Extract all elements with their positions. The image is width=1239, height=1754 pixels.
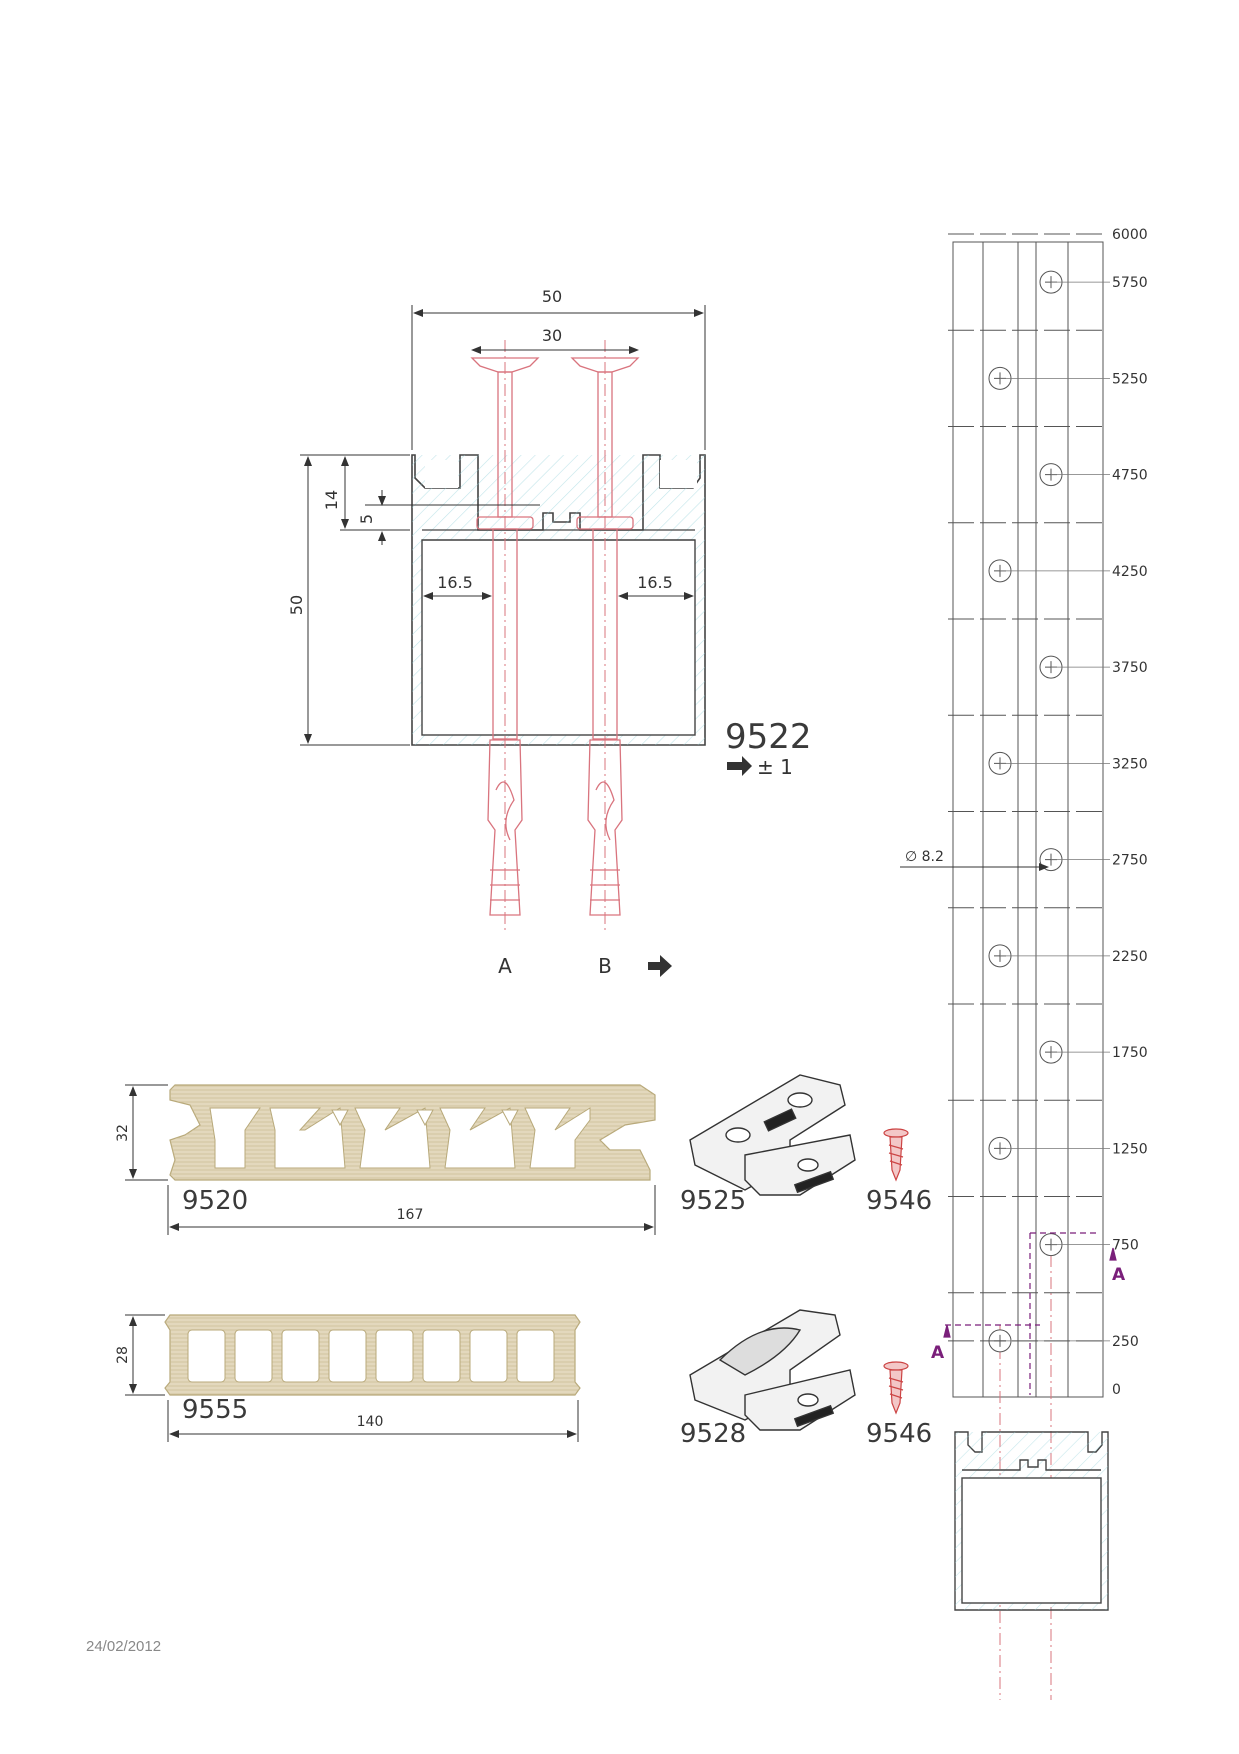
fastener-a bbox=[470, 357, 540, 916]
section-marker-lower bbox=[943, 1324, 1040, 1338]
rail-mark-label: 250 bbox=[1112, 1334, 1139, 1350]
dim-slot: 5 bbox=[357, 514, 376, 524]
rail-mark-label: 1250 bbox=[1112, 1141, 1148, 1157]
dimensions-9520 bbox=[125, 1084, 656, 1235]
dim-height: 50 bbox=[287, 595, 306, 615]
screw-9546-a bbox=[883, 1128, 909, 1182]
board-9520-height: 32 bbox=[115, 1124, 131, 1142]
arrow-right-icon bbox=[648, 955, 672, 977]
dim-right-offset: 16.5 bbox=[637, 573, 673, 592]
rail-mark-label: 3750 bbox=[1112, 660, 1148, 676]
dim-left-offset: 16.5 bbox=[437, 573, 473, 592]
section-label-b: B bbox=[598, 954, 612, 978]
rail-mark-label: 5250 bbox=[1112, 371, 1148, 387]
dim-width-inner: 30 bbox=[542, 326, 562, 345]
board-9555-code: 9555 bbox=[182, 1395, 248, 1425]
dimensions-9522 bbox=[300, 305, 706, 746]
rail-mark-label: 2750 bbox=[1112, 853, 1148, 869]
screw-9546-code-b: 9546 bbox=[866, 1419, 932, 1449]
rail-marks: 6000 5750 5250 4750 4250 3750 3250 2750 2250 1750… bbox=[948, 227, 1148, 1398]
rail-mark-label: 4750 bbox=[1112, 468, 1148, 484]
board-9520-code: 9520 bbox=[182, 1186, 248, 1216]
rail-mark-label: 750 bbox=[1112, 1238, 1139, 1254]
board-9520-width: 167 bbox=[397, 1207, 424, 1223]
rail-mark-label: 1750 bbox=[1112, 1045, 1148, 1061]
rail-mark-label: 5750 bbox=[1112, 275, 1148, 291]
board-9555-section bbox=[164, 1314, 581, 1396]
board-9555-width: 140 bbox=[357, 1414, 384, 1430]
rail-end-section bbox=[954, 1431, 1109, 1611]
profile-9522-code: 9522 bbox=[725, 717, 812, 757]
rail-side-view bbox=[952, 241, 1104, 1700]
fastener-b bbox=[570, 357, 640, 916]
hole-diameter-label: ∅ 8.2 bbox=[905, 849, 944, 865]
section-label-a: A bbox=[498, 954, 512, 978]
dim-top-gap: 14 bbox=[322, 490, 341, 510]
rail-mark-label: 3250 bbox=[1112, 756, 1148, 772]
clip-9525-code: 9525 bbox=[680, 1186, 746, 1216]
section-marker-upper bbox=[1029, 1232, 1117, 1395]
section-marker-a-lower: A bbox=[931, 1343, 945, 1363]
clip-9525-illustration bbox=[689, 1074, 856, 1196]
dim-width-outer: 50 bbox=[542, 287, 562, 306]
board-9555-height: 28 bbox=[115, 1346, 131, 1364]
rail-mark-label: 2250 bbox=[1112, 949, 1148, 965]
screw-9546-code-a: 9546 bbox=[866, 1186, 932, 1216]
profile-9522-tolerance: ± 1 bbox=[757, 755, 793, 779]
date-stamp: 24/02/2012 bbox=[86, 1638, 162, 1655]
rail-mark-label: 6000 bbox=[1112, 227, 1148, 243]
section-marker-a-upper: A bbox=[1112, 1265, 1126, 1285]
rail-mark-label: 0 bbox=[1112, 1382, 1121, 1398]
arrow-right-icon bbox=[727, 756, 752, 776]
rail-mark-label: 4250 bbox=[1112, 564, 1148, 580]
board-9520-section bbox=[169, 1084, 656, 1181]
dimensions-9555 bbox=[125, 1314, 579, 1442]
screw-9546-b bbox=[883, 1361, 909, 1415]
clip-9528-code: 9528 bbox=[680, 1419, 746, 1449]
clip-9528-illustration bbox=[689, 1309, 856, 1431]
profile-9522-section bbox=[411, 340, 706, 930]
